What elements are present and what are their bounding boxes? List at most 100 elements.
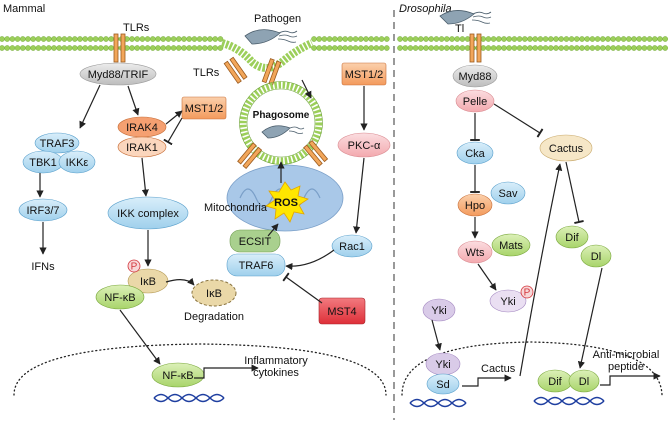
mats-label: Mats — [499, 240, 523, 252]
cka-label: Cka — [465, 148, 485, 160]
rac1-label: Rac1 — [339, 241, 365, 253]
mst12-right-label: MST1/2 — [345, 69, 384, 81]
yki-label: Yki — [431, 305, 446, 317]
dl-nucleus-label: Dl — [579, 376, 589, 388]
dl-node: Dl — [580, 244, 612, 268]
mst4-node: MST4 — [318, 297, 366, 325]
phospho-badge-ikb: P — [127, 259, 141, 273]
mats-node: Mats — [491, 233, 531, 257]
pathogen-icon-drosophila — [439, 10, 492, 25]
pathogen-icon-phagosome — [261, 125, 305, 139]
pkca-node: PKC-α — [337, 132, 391, 158]
yki-phospho-label: Yki — [500, 296, 515, 308]
irak4-node: IRAK4 — [117, 116, 167, 138]
ros-label: ROS — [274, 197, 298, 209]
tbk1-label: TBK1 — [29, 157, 57, 169]
tl-receptor — [469, 33, 482, 63]
tlrs-label-top: TLRs — [123, 22, 150, 34]
tlr-receptor-phago-inner-right — [303, 140, 329, 167]
dif-node: Dif — [555, 225, 589, 249]
yki-nucleus-label: Yki — [435, 359, 450, 371]
ikk-complex-label: IKK complex — [117, 208, 179, 220]
ikb-degraded-node: IκB — [191, 279, 237, 307]
traf6-node: TRAF6 — [226, 253, 286, 277]
ifns-label: IFNs — [31, 261, 55, 273]
rac1-node: Rac1 — [331, 234, 373, 258]
sd-node: Sd — [426, 373, 460, 395]
yki-phospho-node: Yki — [489, 289, 527, 313]
nfkb-nucleus-node: NF-κB — [151, 362, 205, 388]
phospho-badge-ikb-label: P — [131, 262, 138, 273]
irak4-label: IRAK4 — [126, 122, 158, 134]
traf3-node: TRAF3 — [34, 132, 80, 154]
panel-title-mammal: Mammal — [3, 3, 45, 15]
cactus-label: Cactus — [549, 143, 584, 155]
ecsit-node: ECSIT — [229, 229, 281, 253]
myd88-trif-node: Myd88/TRIF — [79, 62, 157, 86]
ikb-degraded-label: IκB — [206, 288, 222, 300]
pathogen-label: Pathogen — [254, 13, 301, 25]
dif-nucleus-label: Dif — [548, 376, 562, 388]
nucleus-boundary-mammal — [13, 343, 387, 396]
cactus-node: Cactus — [539, 134, 593, 162]
amp-label-1: Anti-microbial — [593, 349, 660, 361]
yki-node: Yki — [422, 298, 456, 322]
pkca-label: PKC-α — [348, 140, 381, 152]
myd88-node: Myd88 — [452, 64, 498, 88]
myd88-label: Myd88 — [458, 71, 491, 83]
nfkb-node: NF-κB — [95, 284, 145, 310]
hpo-node: Hpo — [457, 193, 493, 217]
tlr-receptor-phago-inner-left — [237, 142, 263, 169]
ros-burst: ROS — [265, 181, 309, 223]
traf3-label: TRAF3 — [40, 138, 75, 150]
myd88-trif-label: Myd88/TRIF — [88, 69, 149, 81]
ikke-node: IKKε — [58, 150, 96, 174]
dl-nucleus-node: Dl — [568, 369, 600, 393]
cell-membrane — [0, 36, 669, 72]
wts-label: Wts — [466, 247, 485, 259]
ikk-complex-node: IKK complex — [107, 196, 189, 230]
tlr-receptor-phago-left — [223, 56, 248, 84]
drosophila-edges — [431, 103, 661, 387]
traf6-label: TRAF6 — [239, 260, 274, 272]
ikb-label: IκB — [140, 276, 156, 288]
pelle-node: Pelle — [455, 89, 495, 113]
tlr-receptor — [113, 33, 126, 63]
amp-label-2: peptide — [608, 361, 644, 373]
irak1-label: IRAK1 — [126, 142, 158, 154]
cactus-nucleus-label: Cactus — [481, 363, 516, 375]
mst4-label: MST4 — [327, 306, 356, 318]
sav-node: Sav — [490, 181, 526, 205]
dna-helix-mammal — [153, 393, 225, 403]
mst12-left-node: MST1/2 — [181, 96, 227, 120]
degradation-label: Degradation — [184, 311, 244, 323]
nfkb-nucleus-label: NF-κB — [162, 370, 193, 382]
phospho-badge-yki: P — [520, 285, 534, 299]
tl-label: Tl — [455, 23, 464, 35]
tlr-receptor-phago-right — [261, 58, 282, 86]
nfkb-label: NF-κB — [104, 292, 135, 304]
irf37-node: IRF3/7 — [18, 198, 68, 222]
sav-label: Sav — [499, 188, 518, 200]
yki-nucleus-node: Yki — [425, 352, 461, 376]
mst12-right-node: MST1/2 — [341, 62, 387, 86]
inflammatory-label-1: Inflammatory — [244, 355, 308, 367]
ecsit-label: ECSIT — [239, 236, 272, 248]
phagosome-vesicle — [239, 81, 323, 165]
dif-nucleus-node: Dif — [537, 369, 573, 393]
tbk1-node: TBK1 — [22, 150, 64, 174]
tlrs-label-phago: TLRs — [193, 67, 220, 79]
cka-node: Cka — [456, 141, 494, 165]
irf37-label: IRF3/7 — [26, 205, 59, 217]
inflammatory-label-2: cytokines — [253, 367, 299, 379]
sd-label: Sd — [436, 379, 449, 391]
phagosome-label: Phagosome — [253, 110, 310, 121]
mitochondria-label: Mitochondria — [204, 202, 268, 214]
dna-helix-drosophila-right — [533, 396, 605, 406]
mst12-left-label: MST1/2 — [185, 103, 224, 115]
irak1-node: IRAK1 — [117, 136, 167, 158]
dna-helix-drosophila-left — [409, 398, 467, 408]
ikb-node: IκB — [127, 268, 169, 294]
dif-label: Dif — [565, 232, 579, 244]
